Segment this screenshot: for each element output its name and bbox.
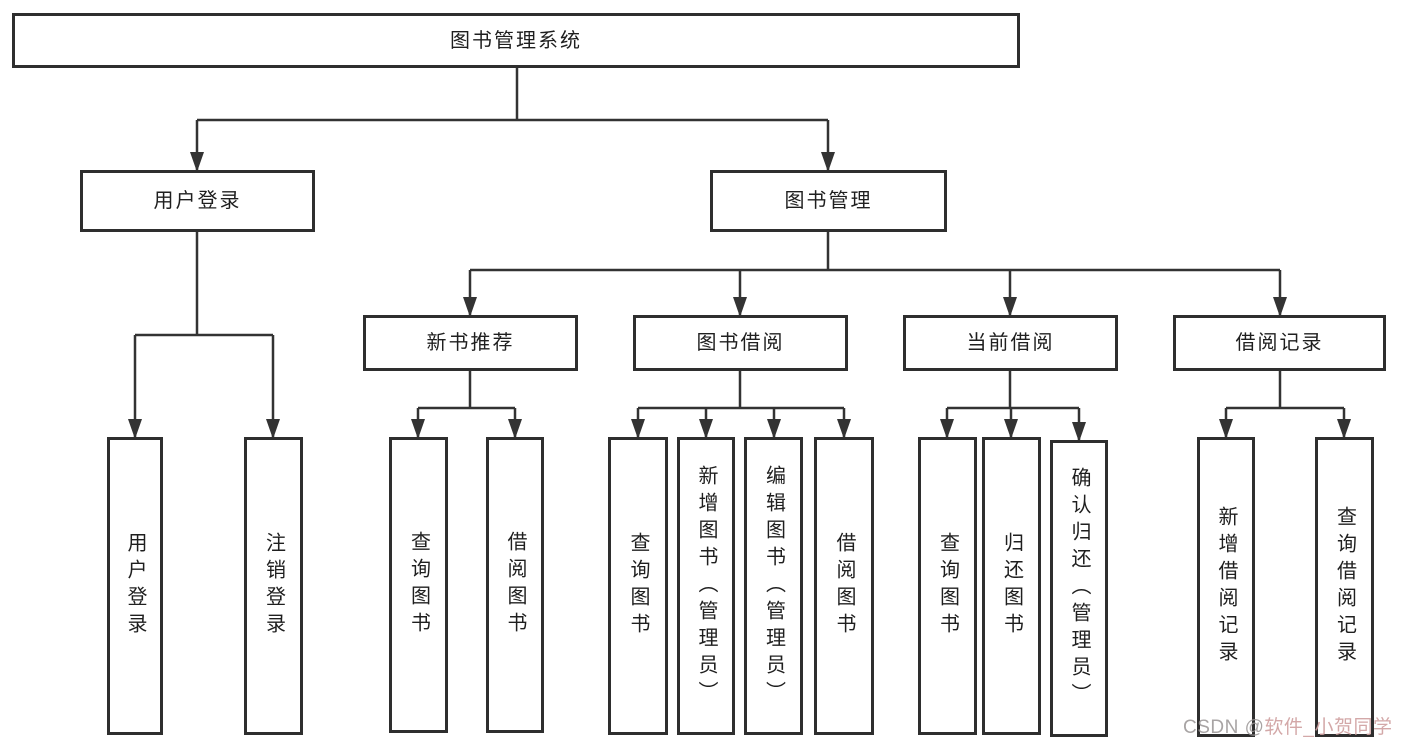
node-bb-borrow-books: 借阅图书 bbox=[814, 437, 874, 735]
node-book-management: 图书管理 bbox=[710, 170, 947, 232]
node-cb-confirm-return-admin: 确认归还（管理员） bbox=[1050, 440, 1108, 737]
node-br-query-record: 查询借阅记录 bbox=[1315, 437, 1374, 737]
csdn-watermark: CSDN @软件_小贺同学 bbox=[1183, 712, 1392, 739]
node-new-book-recommend: 新书推荐 bbox=[363, 315, 578, 371]
watermark-prefix: CSDN @ bbox=[1183, 717, 1265, 738]
node-root-system: 图书管理系统 bbox=[12, 13, 1020, 68]
node-borrow-records: 借阅记录 bbox=[1173, 315, 1386, 371]
watermark-username: 软件_小贺同学 bbox=[1264, 717, 1393, 738]
node-book-borrowing: 图书借阅 bbox=[633, 315, 848, 371]
node-bb-add-books-admin: 新增图书（管理员） bbox=[677, 437, 735, 735]
node-bb-edit-books-admin: 编辑图书（管理员） bbox=[744, 437, 803, 735]
node-bb-query-books: 查询图书 bbox=[608, 437, 668, 735]
node-cb-return-books: 归还图书 bbox=[982, 437, 1041, 735]
node-user-login: 用户登录 bbox=[107, 437, 163, 735]
node-nbr-borrow-books: 借阅图书 bbox=[486, 437, 544, 733]
node-nbr-query-books: 查询图书 bbox=[389, 437, 448, 733]
node-logout: 注销登录 bbox=[244, 437, 303, 735]
node-br-add-record: 新增借阅记录 bbox=[1197, 437, 1255, 737]
node-current-borrowing: 当前借阅 bbox=[903, 315, 1118, 371]
node-user-login-group: 用户登录 bbox=[80, 170, 315, 232]
node-cb-query-books: 查询图书 bbox=[918, 437, 977, 735]
